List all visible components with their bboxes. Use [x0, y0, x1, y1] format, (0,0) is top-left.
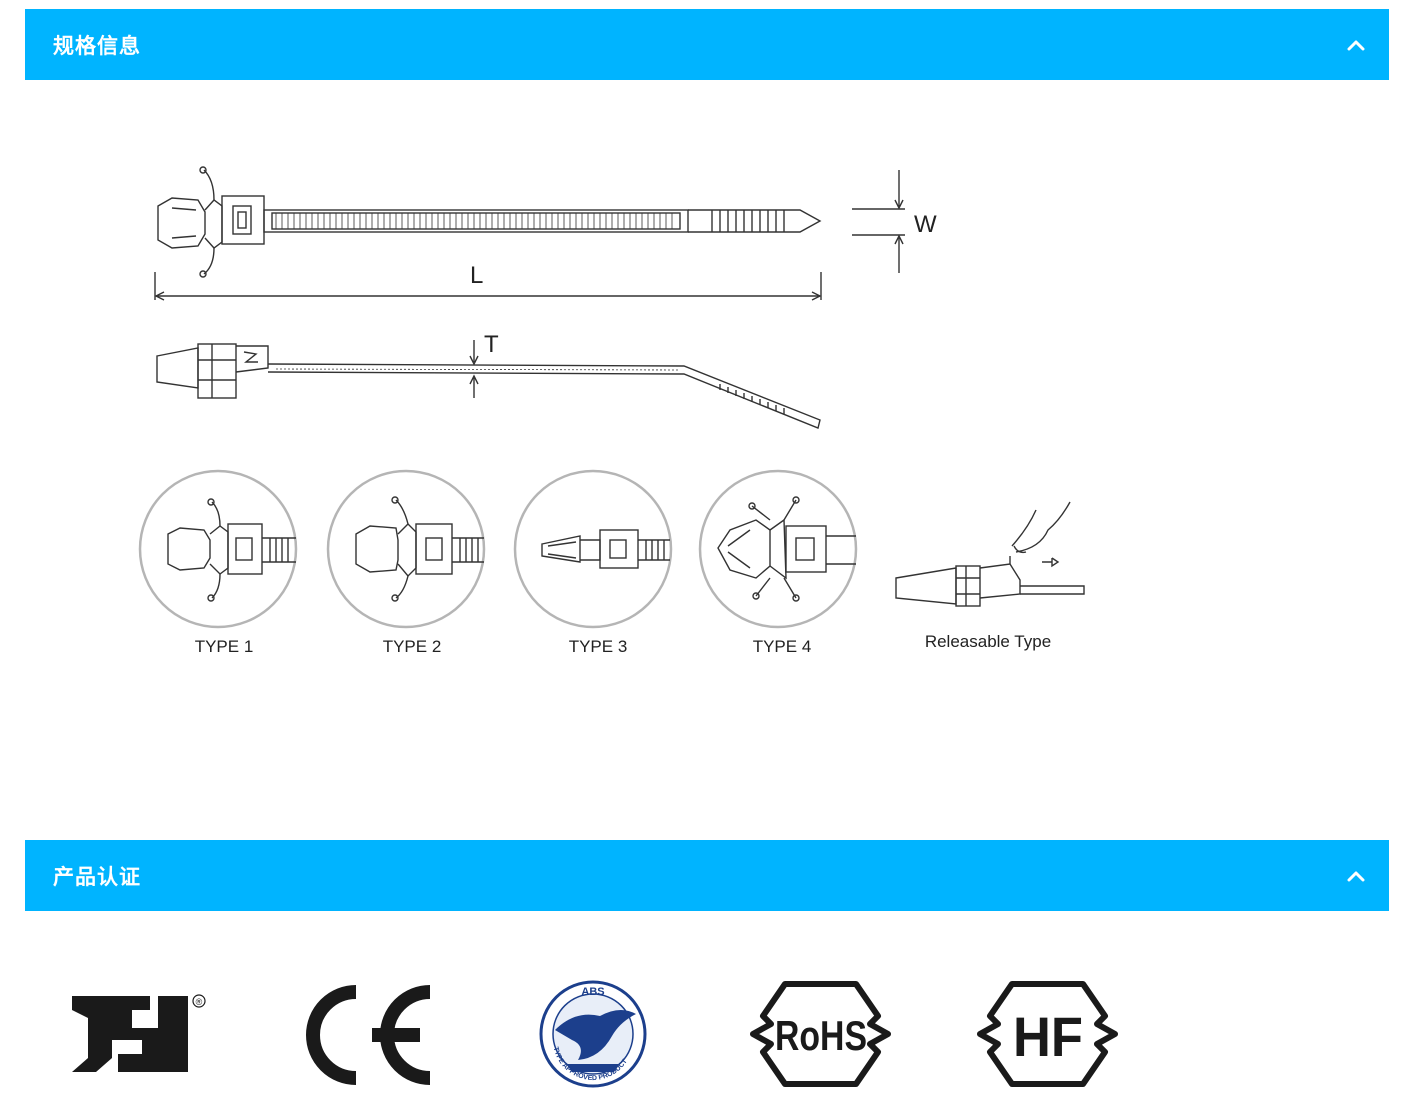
- dim-t-label: T: [484, 331, 499, 358]
- width-dimension: [852, 170, 905, 273]
- chevron-up-icon[interactable]: [1345, 34, 1367, 56]
- type-4-label: TYPE 4: [753, 637, 812, 656]
- releasable-type-detail: [895, 501, 1085, 607]
- tie-top-view: [157, 166, 822, 278]
- spec-section-header[interactable]: 规格信息: [25, 9, 1389, 80]
- releasable-type-label: Releasable Type: [925, 632, 1051, 651]
- rohs-text: RoHS: [775, 1012, 867, 1059]
- type-3-detail: [513, 469, 673, 629]
- type-1-detail: [138, 469, 298, 629]
- dim-l-label: L: [470, 262, 483, 289]
- hf-text: HF: [1013, 1005, 1083, 1068]
- type-4-detail: [698, 469, 858, 629]
- tie-side-view: [156, 343, 821, 429]
- certification-logos: ® ABS TYPE APPROVED PRODUCT RoHS HF: [72, 980, 1118, 1088]
- cert-section-title: 产品认证: [53, 864, 141, 889]
- ce-mark-logo: [306, 985, 431, 1085]
- type-1-label: TYPE 1: [195, 637, 254, 656]
- thickness-dimension: [469, 340, 479, 398]
- abs-top-label: ABS: [581, 986, 604, 998]
- type-2-label: TYPE 2: [383, 637, 442, 656]
- dim-w-label: W: [914, 211, 937, 238]
- length-dimension: [154, 272, 822, 301]
- ul-reg-mark: ®: [196, 997, 203, 1007]
- type-3-label: TYPE 3: [569, 637, 628, 656]
- chevron-up-icon[interactable]: [1345, 865, 1367, 887]
- spec-section-title: 规格信息: [53, 33, 141, 58]
- ul-recognized-logo: ®: [72, 994, 206, 1072]
- abs-type-approved-logo: ABS TYPE APPROVED PRODUCT: [539, 980, 647, 1088]
- halogen-free-logo: HF: [977, 981, 1118, 1087]
- cable-tie-dimension-drawing: W L T TYPE 1 TYPE 2 TYPE 3 TYPE 4 Releas…: [138, 166, 1085, 656]
- type-2-detail: [326, 469, 486, 629]
- cert-section-header[interactable]: 产品认证: [25, 840, 1389, 911]
- rohs-logo: RoHS: [750, 981, 891, 1087]
